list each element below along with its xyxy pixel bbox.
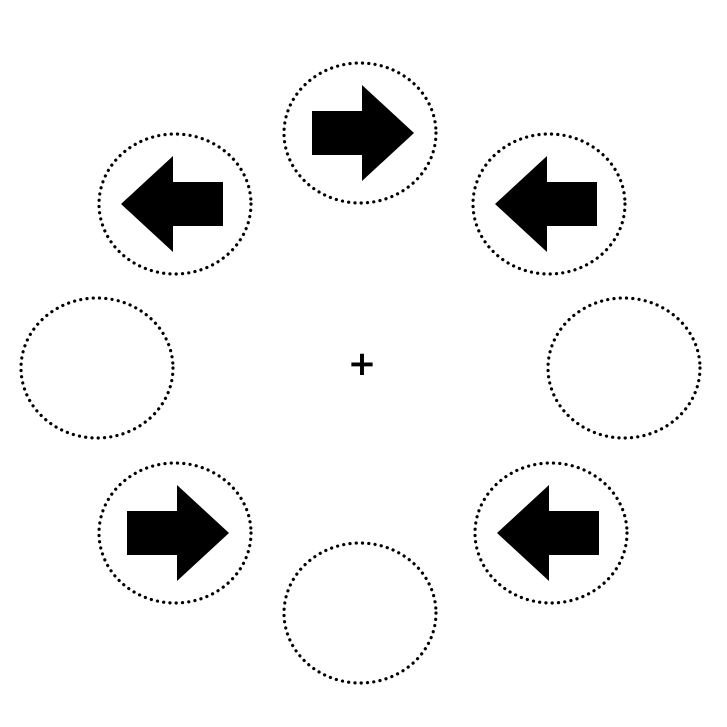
slot-lower-left [97,461,253,605]
arrow-right-icon [312,85,414,181]
slot-upper-right [471,132,627,276]
dotted-circle [471,132,627,276]
fixation-cross: + [348,344,377,384]
dotted-circle [19,296,175,440]
slot-upper-left [97,132,253,276]
dotted-circle [546,296,702,440]
dotted-circle [473,461,629,605]
dotted-circle [282,541,438,685]
arrow-left-icon [121,156,223,252]
slot-left [19,296,175,440]
dotted-circle [97,132,253,276]
slot-top [282,61,438,205]
arrow-right-icon [127,485,229,581]
dotted-circle [97,461,253,605]
slot-bottom [282,541,438,685]
dotted-circle [282,61,438,205]
arrow-left-icon [495,156,597,252]
slot-right [546,296,702,440]
arrow-left-icon [497,485,599,581]
slot-lower-right [473,461,629,605]
stimulus-slots [19,61,702,685]
